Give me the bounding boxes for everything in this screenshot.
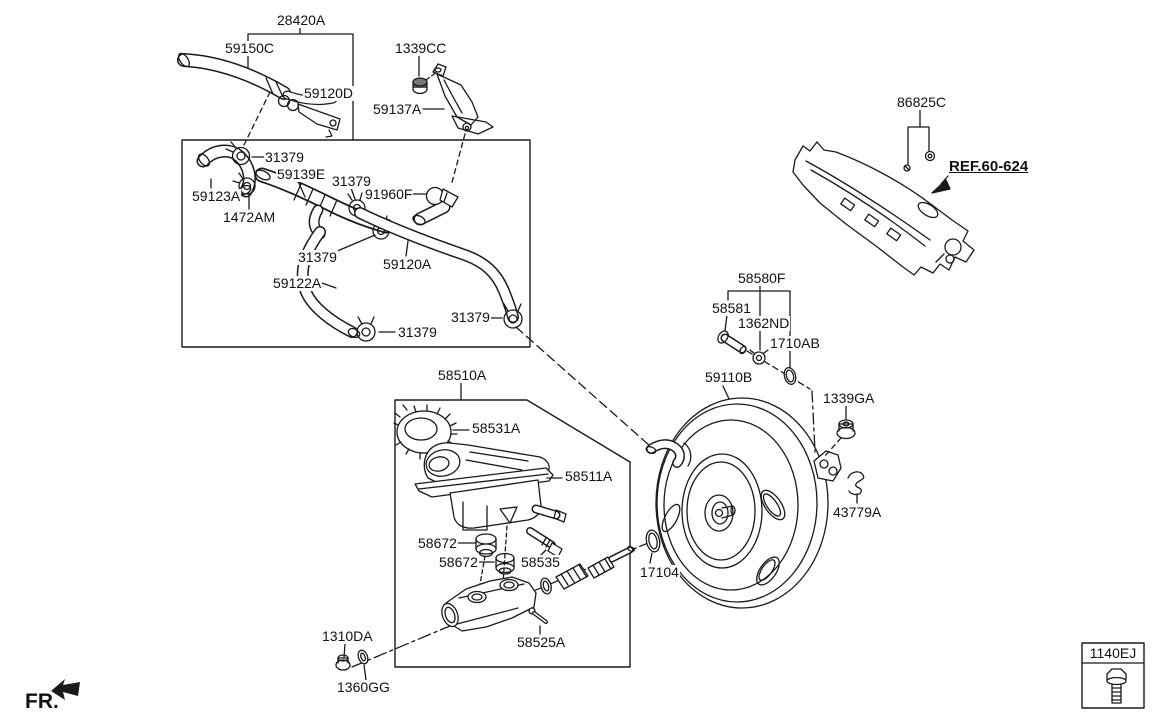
- part-label-17104: 17104: [639, 564, 680, 580]
- sensor-58535: [526, 527, 563, 558]
- fasteners-86825C: [903, 109, 936, 172]
- part-label-59120D: 59120D: [303, 85, 355, 101]
- callout-bracket-58580F: [724, 284, 791, 369]
- fr-label: FR.: [25, 690, 59, 713]
- part-label-58511A: 58511A: [564, 468, 614, 484]
- booster-mount-bracket: [813, 450, 842, 482]
- part-label-58580F: 58580F: [737, 270, 787, 286]
- part-label-1710AB: 1710AB: [769, 335, 821, 351]
- bolt-icon: [1106, 668, 1127, 704]
- ref-arrow: [931, 175, 951, 194]
- fr-direction-arrow: [51, 679, 80, 700]
- nut-1339CC: [412, 54, 438, 95]
- part-label-86825C: 86825C: [896, 94, 948, 110]
- clamp-1472AM: [232, 172, 256, 210]
- part-label-58672-1: 58672: [417, 535, 458, 551]
- clamp-31379-5: [489, 303, 523, 329]
- part-label-58531A: 58531A: [471, 420, 522, 436]
- grommet-58672-2: [476, 525, 515, 584]
- clamp-31379-1: [225, 141, 265, 166]
- part-label-59122A: 59122A: [272, 275, 323, 291]
- part-label-58581: 58581: [711, 300, 752, 316]
- part-label-1360GG: 1360GG: [336, 679, 391, 695]
- part-label-59137A: 59137A: [372, 101, 423, 117]
- part-label-59120A: 59120A: [382, 256, 433, 272]
- oring-17104: [645, 529, 661, 564]
- clip-43779A: [847, 471, 865, 504]
- ref-callout-60-624[interactable]: REF.60-624: [948, 158, 1030, 175]
- brake-booster: [645, 385, 829, 609]
- nut-1310DA: [335, 643, 351, 671]
- reservoir-cap-58531A: [393, 404, 470, 460]
- part-label-1362ND: 1362ND: [737, 315, 791, 331]
- part-label-1339GA: 1339GA: [822, 390, 876, 406]
- reservoir-58511A: [414, 442, 567, 531]
- part-label-31379-5: 31379: [450, 309, 491, 325]
- hose-59122A: [296, 226, 361, 339]
- clip-1362ND: [746, 349, 811, 390]
- part-label-31379-4: 31379: [397, 324, 438, 340]
- part-label-1339CC: 1339CC: [394, 40, 448, 56]
- part-label-1472AM: 1472AM: [222, 209, 277, 225]
- part-label-58510A: 58510A: [437, 367, 488, 383]
- part-label-58535: 58535: [520, 554, 561, 570]
- piston-parts: [540, 546, 635, 595]
- part-label-58672-2: 58672: [438, 554, 479, 570]
- part-label-31379-3: 31379: [297, 249, 338, 265]
- hose-box: [181, 139, 531, 348]
- vacuum-pipe-assembly: [177, 52, 341, 138]
- part-label-43779A: 43779A: [832, 504, 883, 520]
- dashed-link-hose-to-booster: [515, 326, 651, 447]
- grommet-58672-1: [456, 533, 497, 597]
- legend-part-number: 1140EJ: [1089, 645, 1137, 661]
- part-label-28420A: 28420A: [276, 12, 327, 28]
- part-label-91960F: 91960F: [364, 186, 414, 202]
- part-label-1310DA: 1310DA: [321, 628, 374, 644]
- part-label-59139E: 59139E: [276, 166, 327, 182]
- part-label-58525A: 58525A: [516, 634, 567, 650]
- part-label-59110B: 59110B: [704, 369, 754, 385]
- bracket-59137A: [422, 63, 494, 187]
- pin-58581: [717, 330, 747, 355]
- dashdot-to-bracket: [811, 390, 816, 453]
- dashed-link-pipe-to-clamp: [242, 91, 271, 148]
- part-label-31379-2: 31379: [331, 173, 372, 189]
- master-cylinder-body: [441, 576, 537, 632]
- washer-1360GG: [357, 649, 369, 681]
- oring-1710AB: [783, 367, 797, 385]
- part-label-59123A: 59123A: [191, 188, 242, 204]
- centerline-dashdot: [351, 511, 723, 668]
- nut-1339GA: [823, 405, 856, 458]
- cowl-panel: [792, 141, 975, 276]
- master-cylinder-box: [394, 382, 631, 668]
- legend-box: [1081, 642, 1145, 709]
- connector-91960F: [412, 186, 459, 208]
- screw-58525A: [528, 607, 548, 635]
- hose-59120A: [354, 200, 519, 323]
- part-label-59150C: 59150C: [224, 40, 276, 56]
- part-label-31379-1: 31379: [264, 149, 305, 165]
- callout-bracket-28420A: [247, 27, 354, 141]
- clamp-31379-4: [356, 316, 396, 342]
